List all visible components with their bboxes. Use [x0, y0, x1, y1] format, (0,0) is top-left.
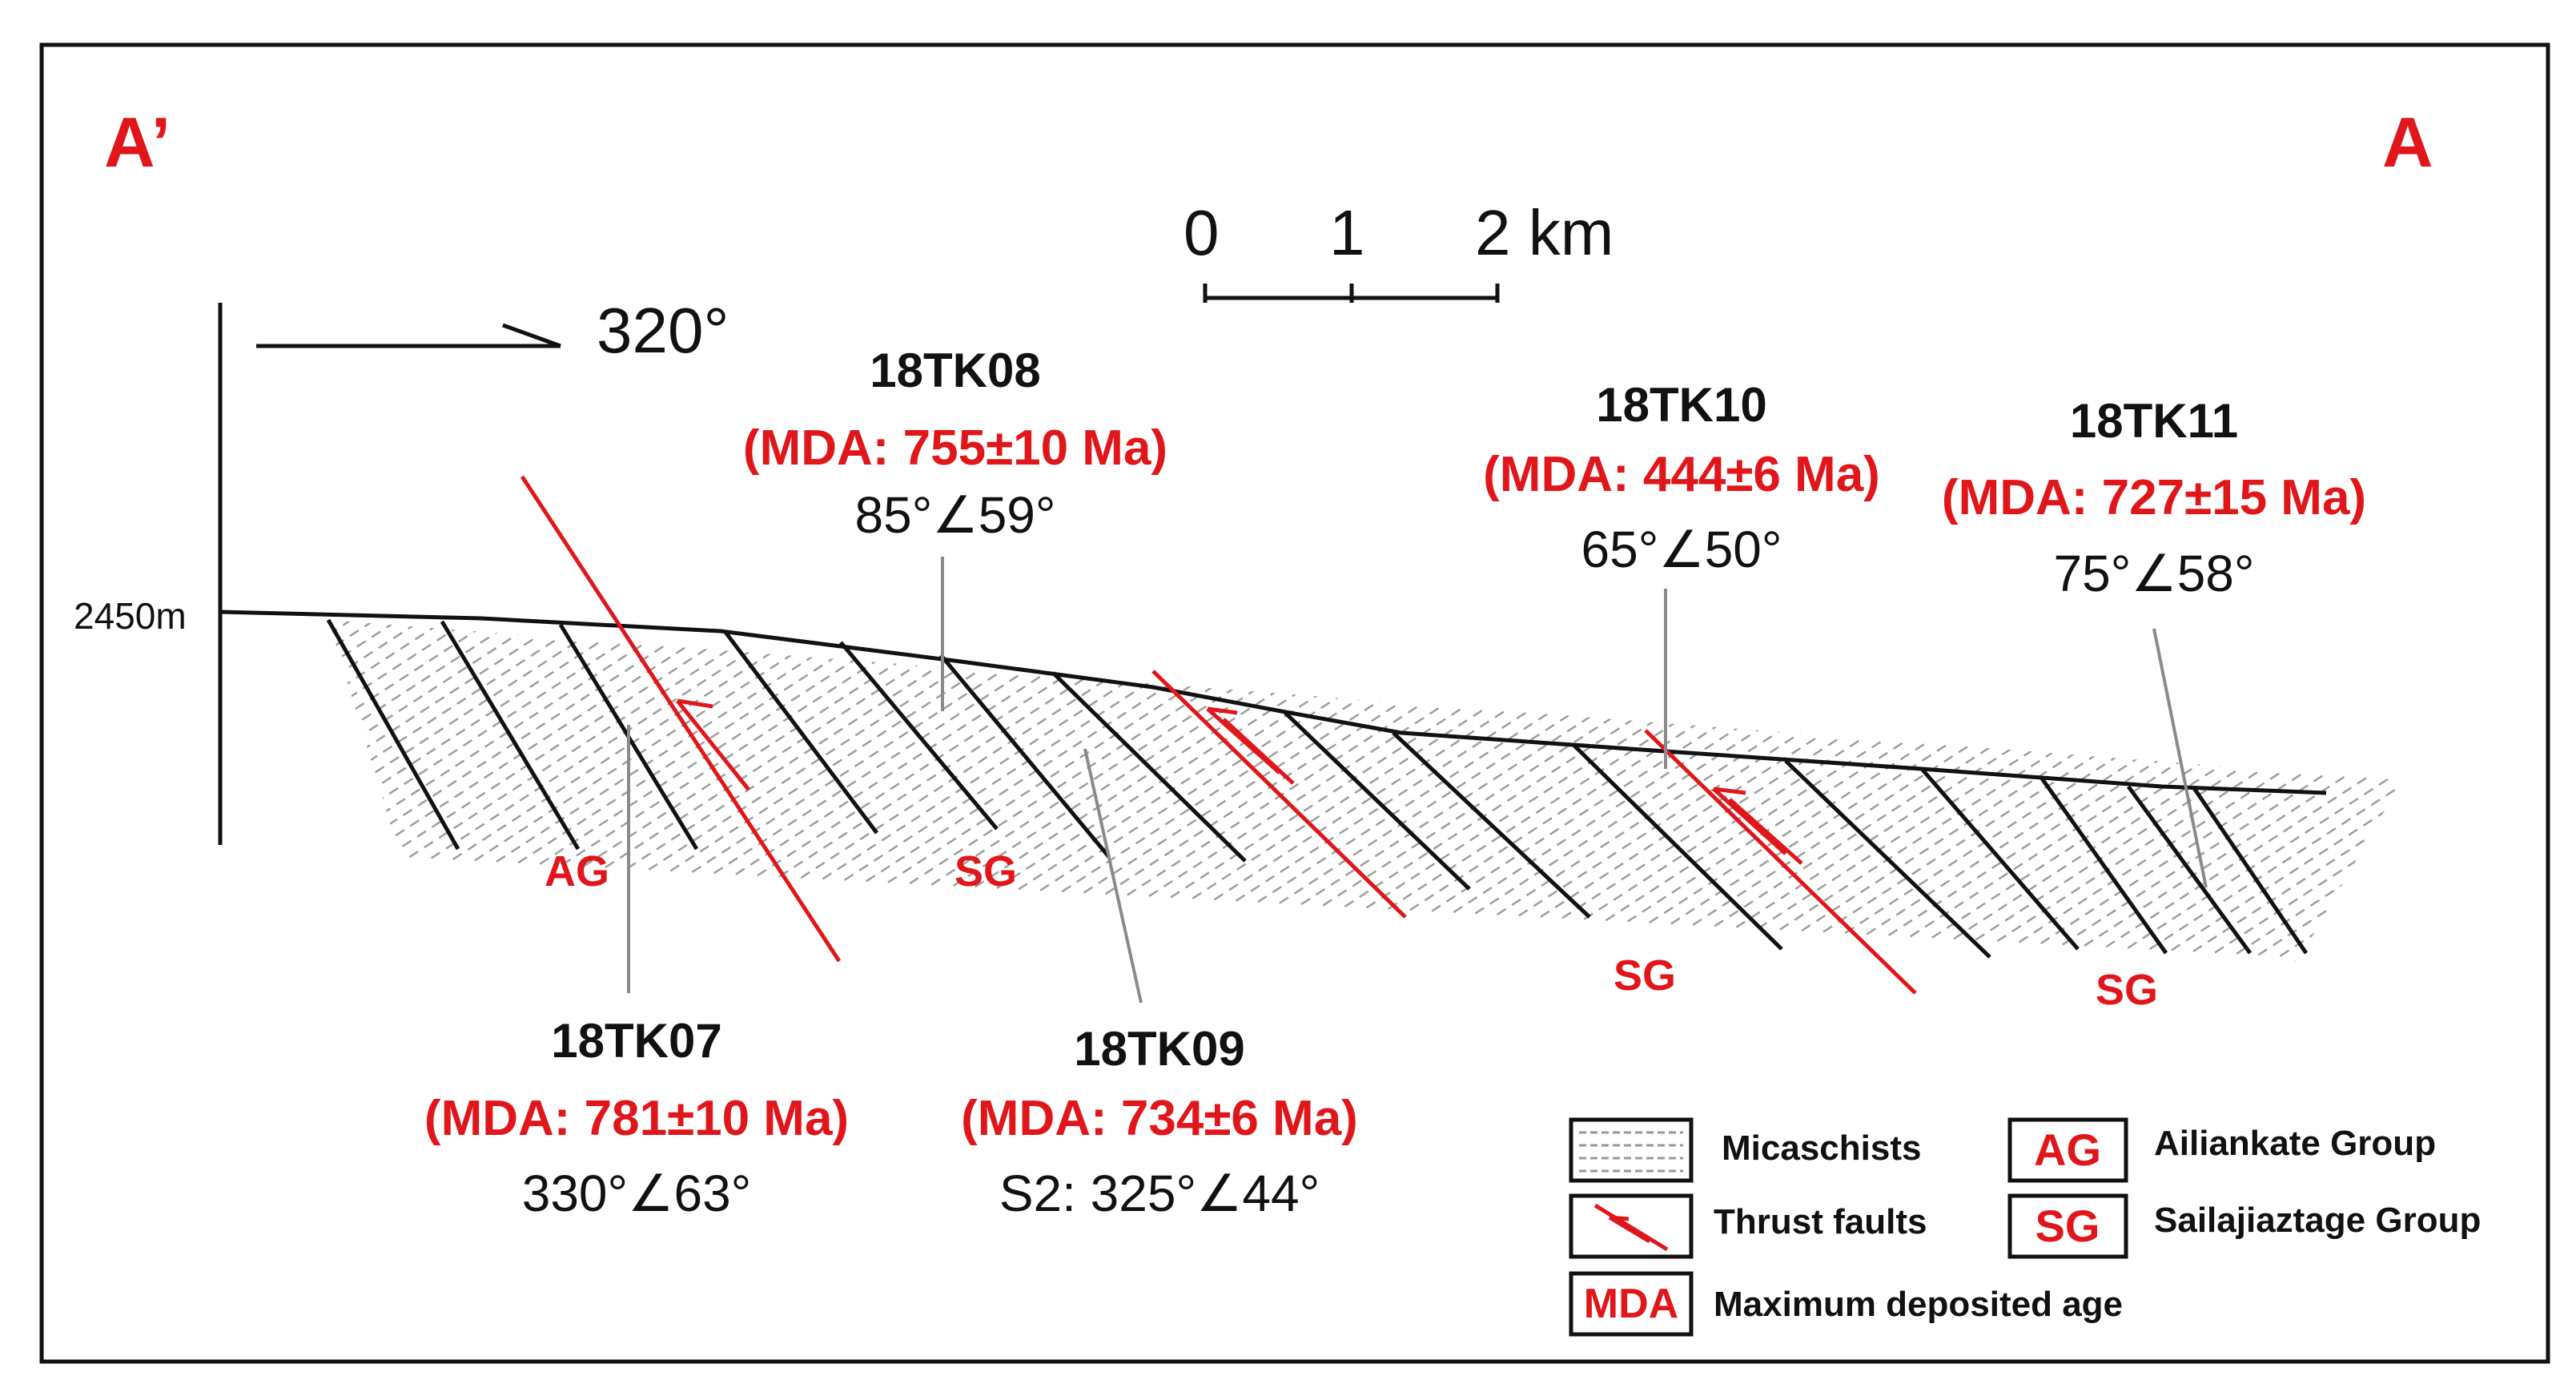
- direction-label: 320°: [597, 295, 729, 366]
- topographic-surface: [219, 610, 2327, 795]
- sample-id: 18TK09: [1074, 1022, 1244, 1076]
- sample-18tk08: 18TK08 (MDA: 755±10 Ma) 85°∠59°: [743, 344, 1167, 544]
- legend-ag-label: Ailiankate Group: [2154, 1124, 2436, 1163]
- legend-micaschists-label: Micaschists: [1722, 1128, 1921, 1168]
- scale-tick-1: 1: [1329, 197, 1365, 268]
- legend-ag-abbrev: AG: [2034, 1124, 2101, 1175]
- legend-sg-abbrev: SG: [2035, 1201, 2100, 1251]
- sample-attitude: 75°∠58°: [2054, 545, 2255, 602]
- sample-mda: (MDA: 734±6 Ma): [961, 1091, 1358, 1146]
- section-end-left: A’: [104, 103, 171, 182]
- sample-id: 18TK07: [551, 1014, 721, 1068]
- sample-mda: (MDA: 727±15 Ma): [1942, 470, 2366, 525]
- sample-id: 18TK08: [870, 344, 1040, 397]
- sample-attitude: 330°∠63°: [522, 1165, 752, 1222]
- legend-micaschists-hatch: [1579, 1131, 1683, 1173]
- foliation-lines: [326, 618, 2309, 959]
- group-label-sg: SG: [2096, 966, 2158, 1014]
- sample-mda: (MDA: 781±10 Ma): [424, 1091, 849, 1146]
- sample-attitude: 65°∠50°: [1581, 521, 1782, 578]
- sample-mda: (MDA: 444±6 Ma): [1483, 447, 1880, 502]
- sample-18tk10: 18TK10 (MDA: 444±6 Ma) 65°∠50°: [1483, 378, 1880, 578]
- scale-tick-2: 2 km: [1475, 197, 1614, 268]
- sample-attitude: S2: 325°∠44°: [999, 1165, 1320, 1222]
- legend-sg-label: Sailajiaztage Group: [2154, 1201, 2481, 1240]
- scale-tick-0: 0: [1184, 197, 1220, 268]
- figure-frame: [39, 42, 2550, 1364]
- sample-id: 18TK11: [2070, 394, 2238, 448]
- sample-leaders: [627, 557, 2208, 1004]
- group-label-sg: SG: [1614, 951, 1676, 1000]
- scale-bar: 0 1 2 km: [1184, 197, 1614, 303]
- legend-mda-label: Maximum deposited age: [1714, 1285, 2123, 1324]
- sample-mda: (MDA: 755±10 Ma): [743, 420, 1167, 476]
- sample-id: 18TK10: [1596, 378, 1766, 432]
- sample-18tk09: 18TK09 (MDA: 734±6 Ma) S2: 325°∠44°: [961, 1022, 1358, 1222]
- group-label-ag: AG: [545, 847, 609, 895]
- legend-mda-box: [1569, 1271, 1694, 1337]
- sample-18tk07: 18TK07 (MDA: 781±10 Ma) 330°∠63°: [424, 1014, 849, 1222]
- sample-attitude: 85°∠59°: [855, 486, 1056, 544]
- legend-sg-box: [2007, 1193, 2128, 1259]
- legend-thrust-label: Thrust faults: [1714, 1202, 1927, 1241]
- legend: Micaschists Thrust faults MDA Maximum de…: [1569, 1117, 2481, 1337]
- direction-arrow: [256, 323, 561, 348]
- legend-mda-abbrev: MDA: [1584, 1281, 1678, 1327]
- sample-18tk11: 18TK11 (MDA: 727±15 Ma) 75°∠58°: [1942, 394, 2366, 602]
- legend-ag-box: [2007, 1117, 2128, 1183]
- legend-thrust-symbol: [1593, 1203, 1669, 1252]
- section-end-right: A: [2382, 103, 2433, 182]
- elevation-label: 2450m: [74, 595, 187, 637]
- thrust-faults: [520, 475, 1917, 995]
- group-label-sg: SG: [954, 847, 1017, 895]
